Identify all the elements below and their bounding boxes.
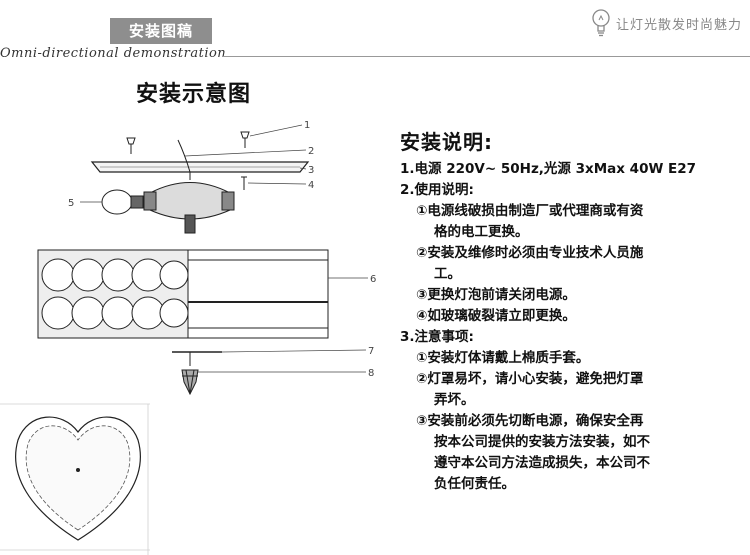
- usage-note-2-cont: 工。: [434, 266, 461, 282]
- precaution-2-cont: 弄坏。: [434, 392, 475, 408]
- callout-4: 4: [308, 180, 314, 191]
- diagram-title: 安装示意图: [136, 82, 252, 107]
- precautions-heading: 3.注意事项:: [400, 329, 474, 345]
- usage-note-3: ③更换灯泡前请关闭电源。: [416, 287, 576, 303]
- callout-1: 1: [304, 120, 310, 131]
- precaution-3-cont-b: 遵守本公司方法造成损失，本公司不: [434, 455, 650, 471]
- precaution-3-cont-a: 按本公司提供的安装方法安装，如不: [434, 434, 650, 450]
- crystal-panel: [37, 249, 329, 339]
- instructions-title: 安装说明:: [400, 130, 493, 154]
- header-divider: [222, 56, 750, 57]
- callout-7: 7: [368, 346, 374, 357]
- side-screw: [241, 176, 247, 190]
- usage-heading: 2.使用说明:: [400, 182, 474, 198]
- lamp-body: [143, 172, 235, 234]
- callout-2: 2: [308, 146, 314, 157]
- brand-slogan: 让灯光散发时尚魅力: [615, 17, 742, 33]
- callout-3: 3: [308, 165, 314, 176]
- callout-5: 5: [68, 198, 74, 209]
- brand: 让灯光散发时尚魅力: [590, 8, 742, 38]
- precaution-3: ③安装前必须先切断电源，确保安全再: [416, 413, 644, 429]
- section-tag: 安装图稿: [110, 18, 212, 44]
- mounting-screw: [126, 131, 250, 154]
- heart-lamp-top-view: [15, 416, 141, 541]
- section-subtitle: Omni-directional demonstration: [0, 46, 227, 61]
- installation-diagram: 1 2 3 4 5 6 7 8: [0, 120, 376, 555]
- usage-note-4: ④如玻璃破裂请立即更换。: [416, 308, 576, 324]
- usage-note-1: ①电源线破损由制造厂或代理商或有资: [416, 203, 644, 219]
- precaution-2: ②灯罩易坏，请小心安装，避免把灯罩: [416, 371, 644, 387]
- callout-8: 8: [368, 368, 374, 379]
- crystal-pendant: [181, 352, 199, 396]
- installation-instructions: 安装说明: 1.电源 220V~ 50Hz,光源 3xMax 40W E27 2…: [400, 126, 740, 495]
- callout-6: 6: [370, 274, 376, 285]
- power-wire: [177, 139, 191, 173]
- usage-note-1-cont: 格的电工更换。: [434, 224, 529, 240]
- precaution-3-cont-c: 负任何责任。: [434, 476, 515, 492]
- power-spec: 1.电源 220V~ 50Hz,光源 3xMax 40W E27: [400, 161, 697, 177]
- bulb: [101, 189, 144, 215]
- lightbulb-icon: [590, 8, 612, 38]
- precaution-1: ①安装灯体请戴上棉质手套。: [416, 350, 590, 366]
- usage-note-2: ②安装及维修时必须由专业技术人员施: [416, 245, 644, 261]
